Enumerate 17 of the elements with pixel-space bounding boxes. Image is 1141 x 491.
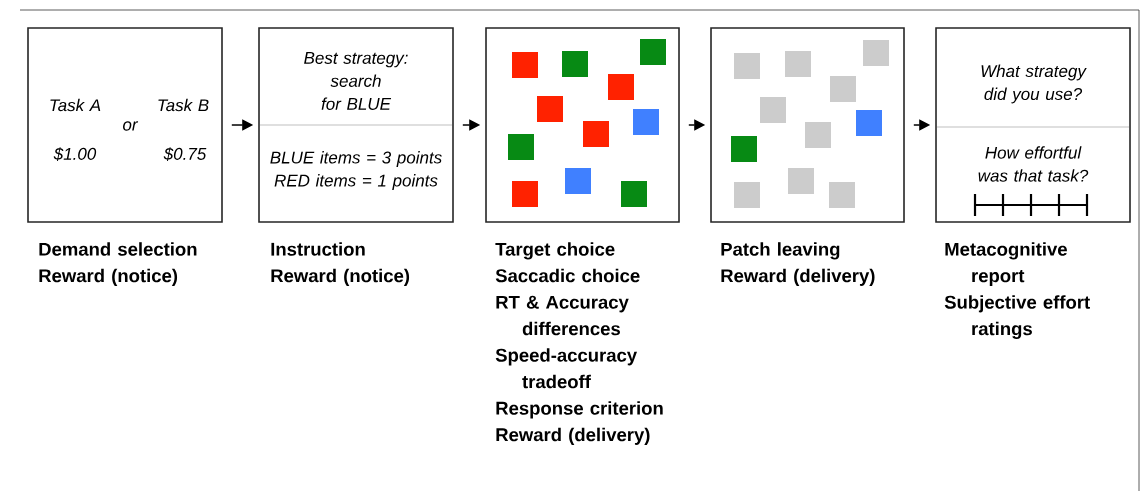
task-card: Task A or Task B $1.00 $0.75 <box>27 27 223 223</box>
measure-label: Speed-accuracy tradeoff <box>495 348 637 389</box>
measure-label: Patch leaving <box>721 242 840 260</box>
measure-label: Instruction <box>271 242 365 256</box>
measure-label: Metacognitive report <box>945 242 1067 286</box>
measure-label: RT & Accuracy differences <box>496 295 629 336</box>
measure-label: Subjective effort ratings <box>944 295 1090 340</box>
measure-label: Response criterion <box>496 401 663 419</box>
task-card: What strategy did you use? How effortful was that task? <box>935 27 1131 223</box>
measure-label: Reward (notice) <box>271 268 410 286</box>
measure-label: Reward (delivery) <box>496 427 650 445</box>
measure-label: Demand selection <box>39 242 197 256</box>
measure-label: Saccadic choice <box>495 268 640 283</box>
measure-label: Reward (delivery) <box>721 268 875 286</box>
measure-label: Reward (notice) <box>39 268 178 286</box>
task-card: Best strategy: search for BLUE BLUE items = 3 points RED items = 1 points <box>258 27 454 223</box>
measure-label: Target choice <box>495 242 615 260</box>
